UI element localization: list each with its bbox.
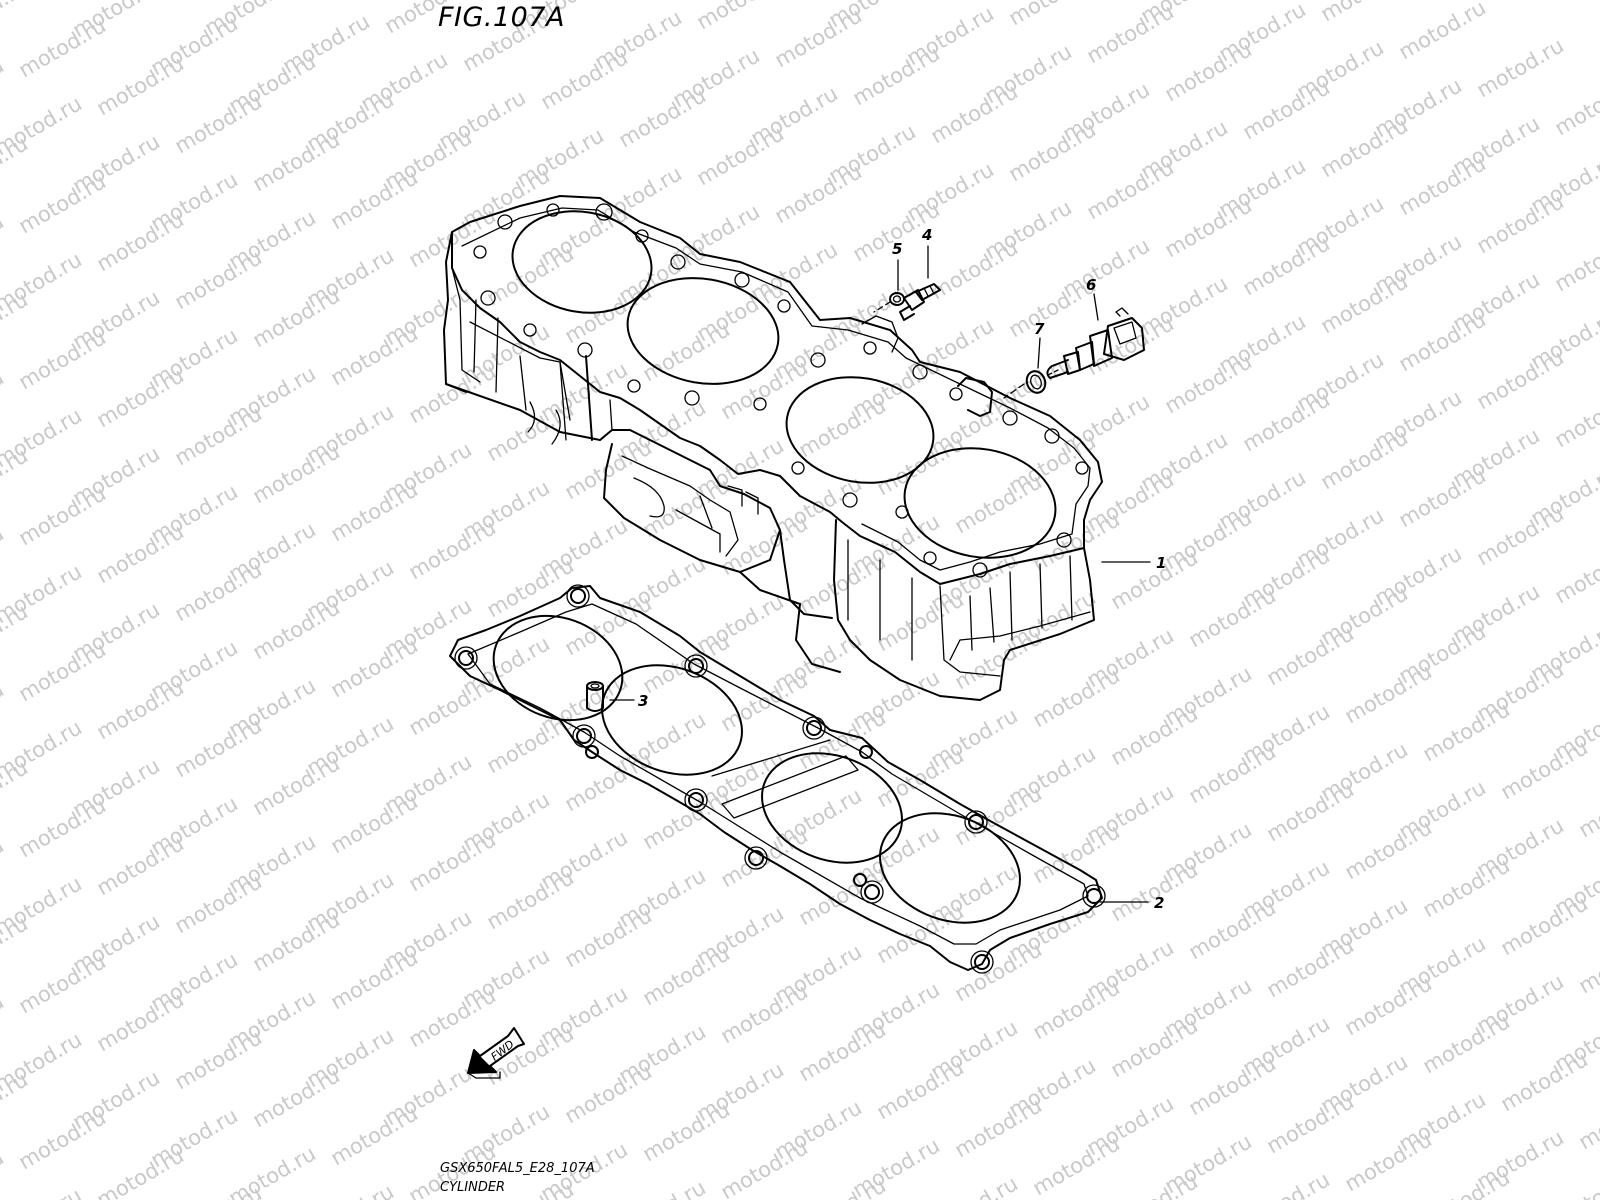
forward-arrow-icon: FWD <box>467 1027 525 1079</box>
callout-5: 5 <box>892 240 902 258</box>
callout-1: 1 <box>1156 554 1166 572</box>
callout-4: 4 <box>921 226 932 244</box>
callout-7: 7 <box>1034 320 1045 338</box>
cylinder-base-gasket-drawing[interactable] <box>449 584 1106 974</box>
callout-leaders <box>609 245 1151 903</box>
figure-code: GSX650FAL5_E28_107A <box>440 1161 595 1176</box>
dowel-pin-drawing[interactable] <box>586 681 604 712</box>
figure-caption: CYLINDER <box>440 1180 506 1195</box>
gasket-bolt-holes <box>454 584 1106 974</box>
callout-6: 6 <box>1086 276 1096 294</box>
union-fitting-drawing[interactable] <box>899 283 941 321</box>
deck-bolt-holes <box>473 203 1089 578</box>
temperature-sensor-drawing[interactable] <box>1046 307 1145 379</box>
figure-title: FIG.107A <box>438 2 566 33</box>
fwd-label: FWD <box>488 1038 516 1064</box>
union-washer-drawing[interactable] <box>889 292 905 306</box>
callout-numbers: 1 2 3 4 5 6 7 <box>638 226 1166 912</box>
callout-3: 3 <box>638 692 648 710</box>
sensor-gasket-drawing[interactable] <box>1024 369 1048 396</box>
callout-2: 2 <box>1154 894 1164 912</box>
cylinder-block-drawing[interactable] <box>443 195 1103 701</box>
